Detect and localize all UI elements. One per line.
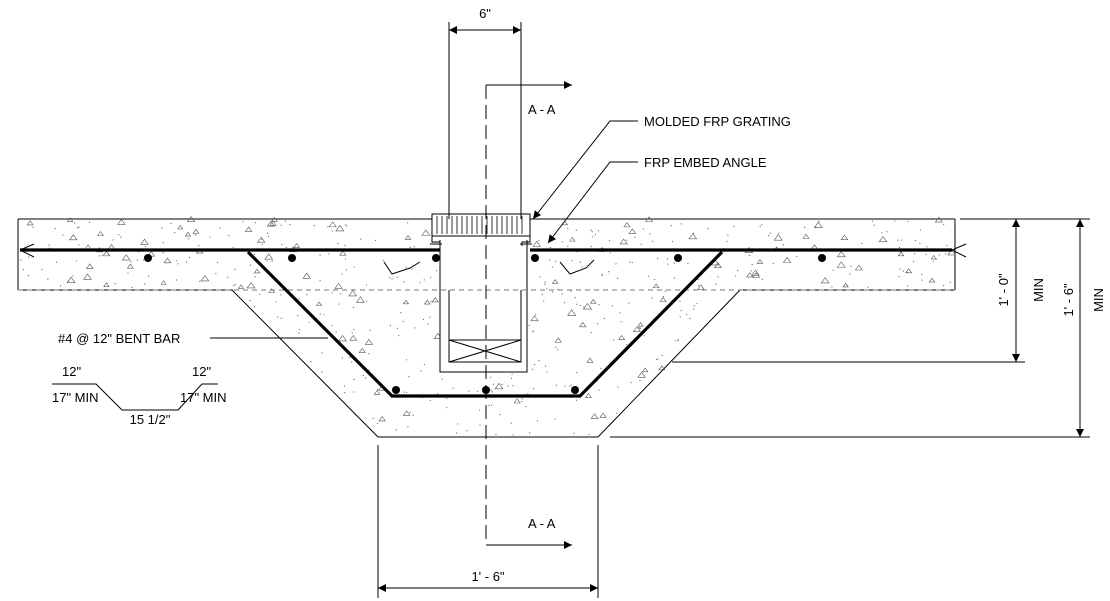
dim-1ft0: [672, 218, 1025, 363]
grating-bars: [436, 216, 523, 234]
rebar-break-left: [19, 243, 35, 258]
dim-6in: [448, 22, 522, 219]
label-molded-frp-grating: MOLDED FRP GRATING: [644, 114, 791, 129]
label-dim-1ft6-min: MIN: [1091, 288, 1106, 312]
rebar-dot: [531, 254, 539, 262]
label-bent-bar: #4 @ 12" BENT BAR: [58, 331, 180, 346]
label-dim-1ft0: 1' - 0": [996, 273, 1011, 306]
label-bend-17-left: 17" MIN: [52, 390, 99, 405]
dim-bottom-1ft6: [377, 445, 599, 598]
rebar-break-right: [951, 243, 967, 258]
rebar-dot: [392, 386, 400, 394]
label-bend-15-half: 15 1/2": [130, 412, 171, 427]
label-dim-1ft0-min: MIN: [1031, 278, 1046, 302]
section-cut-line: [485, 81, 572, 549]
label-6in: 6": [479, 6, 491, 21]
leader-frp-embed-angle: [547, 161, 638, 244]
rebar-dot: [432, 254, 440, 262]
label-bend-12-left: 12": [62, 364, 81, 379]
rebar-dot: [818, 254, 826, 262]
label-section-bottom: A - A: [528, 516, 556, 531]
frp-embed-angle-left: [383, 234, 442, 275]
label-bend-17-right: 17" MIN: [180, 390, 227, 405]
frp-embed-angle-right: [520, 234, 595, 275]
rebar-dot: [288, 254, 296, 262]
leader-molded-frp-grating: [532, 120, 638, 220]
label-section-top: A - A: [528, 102, 556, 117]
frp-grating: [431, 213, 531, 237]
label-bend-12-right: 12": [192, 364, 211, 379]
label-frp-embed-angle: FRP EMBED ANGLE: [644, 155, 767, 170]
label-dim-bottom: 1' - 6": [471, 569, 504, 584]
dim-1ft6: [610, 218, 1090, 438]
trench-pocket: [432, 219, 530, 373]
bend-diagram: [52, 383, 218, 411]
rebar-dot: [674, 254, 682, 262]
concrete-slab-outline: [17, 218, 956, 438]
rebar-dot: [144, 254, 152, 262]
rebar-dot: [571, 386, 579, 394]
label-dim-1ft6: 1' - 6": [1061, 283, 1076, 316]
